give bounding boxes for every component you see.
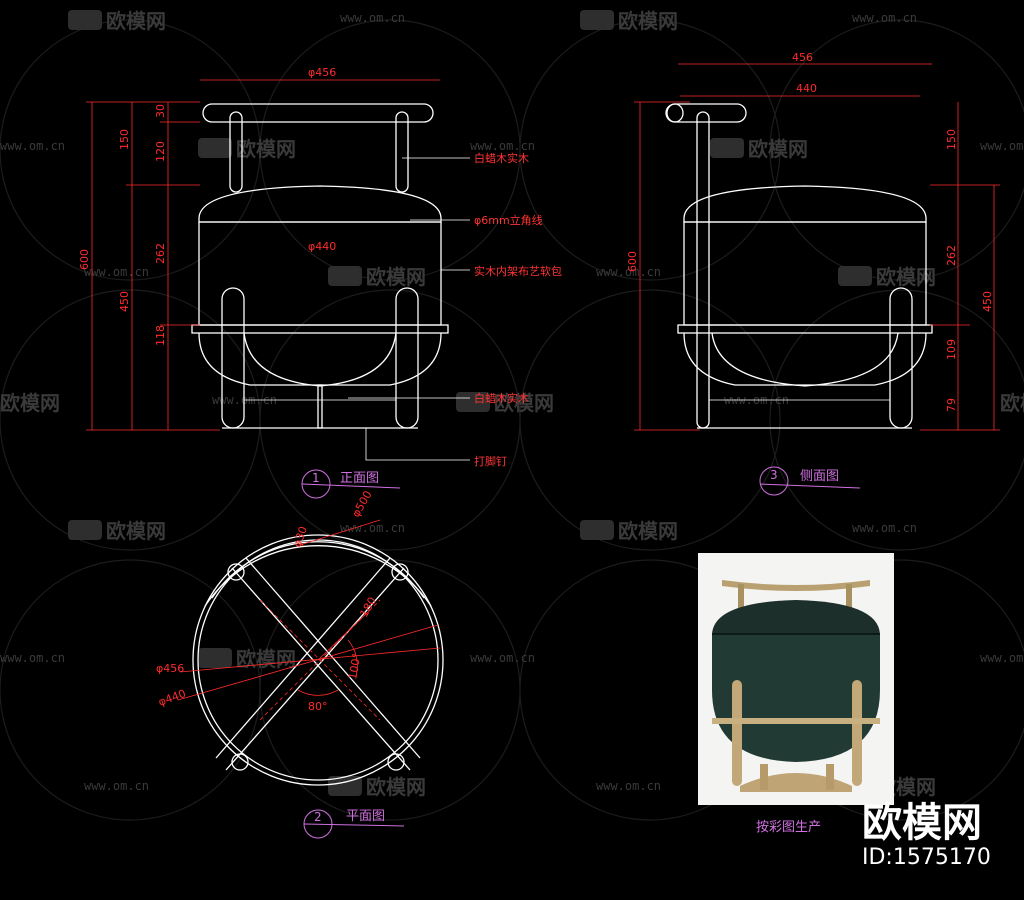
svg-text:欧模网: 欧模网: [748, 137, 808, 161]
brand-id: ID:1575170: [862, 845, 991, 870]
side-dim-h-109: 109: [945, 339, 958, 360]
side-dim-h-total: 600: [626, 251, 639, 272]
watermark-logo: 欧模网: [68, 519, 166, 543]
brand-name: 欧模网: [862, 800, 982, 846]
watermark-logo: 欧模网: [838, 265, 936, 289]
front-view-title-text: 正面图: [340, 471, 379, 486]
watermark-logo: 欧模网: [198, 137, 296, 161]
watermark-url: www.om.cn: [84, 779, 149, 793]
side-view-number: 3: [770, 468, 778, 482]
front-dim-h-total: 600: [78, 249, 91, 270]
plan-dim-d30: φ30: [291, 525, 310, 549]
side-dim-h-back: 150: [945, 129, 958, 150]
side-dimension-lines: [634, 63, 1000, 431]
reference-photo: [698, 553, 894, 805]
watermark-logo: 欧模网: [710, 137, 808, 161]
plan-dim-a80: 80°: [308, 700, 328, 713]
svg-text:欧模网: 欧模网: [618, 9, 678, 33]
watermark-logo: 欧模网: [0, 391, 60, 415]
watermark-logo: 欧模网: [68, 9, 166, 33]
watermark-logo: 欧模网: [580, 519, 678, 543]
watermark-logo: 欧模网: [328, 775, 426, 799]
watermark-url: www.om.cn: [340, 11, 405, 25]
plan-dim-d500: φ500: [349, 489, 374, 520]
front-dim-h-118: 118: [154, 325, 167, 346]
note-material-2: 白蜡木实木: [474, 391, 529, 405]
watermark-url: www.om.cn: [596, 265, 661, 279]
svg-text:欧模网: 欧模网: [876, 265, 936, 289]
plan-view-number: 2: [314, 810, 322, 824]
svg-text:欧模网: 欧模网: [618, 519, 678, 543]
front-view: [191, 103, 449, 429]
front-notes: 白蜡木实木 φ6mm立角线 实木内架布艺软包 白蜡木实木 打脚钉: [474, 151, 562, 468]
front-view-title: 1 正面图: [301, 469, 401, 499]
side-dim-h-262: 262: [945, 245, 958, 266]
front-dim-h-30: 30: [154, 104, 167, 118]
side-view-title: 3 侧面图: [759, 466, 861, 496]
watermark-logo: 欧模网: [198, 647, 296, 671]
plan-view-title-text: 平面图: [346, 809, 385, 824]
svg-text:欧模网: 欧模网: [236, 137, 296, 161]
watermark-url: www.om.cn: [0, 139, 65, 153]
watermark-urls: www.om.cn www.om.cn www.om.cn www.om.cn …: [0, 11, 1024, 793]
watermark-url: www.om.cn: [852, 11, 917, 25]
plan-view-title: 2 平面图: [303, 809, 405, 839]
front-dimension-labels: φ456 φ440 600 150 450 30 120 262 118: [78, 66, 336, 346]
svg-text:欧模网: 欧模网: [1000, 391, 1024, 415]
front-dim-h-262: 262: [154, 243, 167, 264]
plan-dim-d456: φ456: [156, 662, 184, 675]
side-dim-h-450: 450: [981, 291, 994, 312]
watermark-url: www.om.cn: [852, 521, 917, 535]
svg-text:欧模网: 欧模网: [494, 391, 554, 415]
svg-text:欧模网: 欧模网: [106, 519, 166, 543]
watermark-logo: 欧模网: [580, 9, 678, 33]
front-dim-h-back: 150: [118, 129, 131, 150]
front-dim-h-seat: 450: [118, 291, 131, 312]
front-dimension-lines: [86, 79, 440, 431]
plan-dim-d440: φ440: [157, 687, 188, 709]
photo-caption: 按彩图生产: [756, 820, 821, 835]
side-dimension-labels: 456 440 600 150 262 450 109 79: [626, 51, 994, 412]
side-view: [665, 103, 933, 429]
svg-text:欧模网: 欧模网: [366, 265, 426, 289]
svg-text:欧模网: 欧模网: [106, 9, 166, 33]
note-material-1: 白蜡木实木: [474, 151, 529, 165]
watermark-url: www.om.cn: [0, 651, 65, 665]
front-dim-width-top: φ456: [308, 66, 336, 79]
watermark-url: www.om.cn: [980, 651, 1024, 665]
note-foot-nail: 打脚钉: [474, 454, 507, 468]
note-upholstery: 实木内架布艺软包: [474, 264, 562, 278]
watermark-url: www.om.cn: [980, 139, 1024, 153]
side-dim-h-79: 79: [945, 398, 958, 412]
watermark-pattern: [0, 19, 1024, 821]
svg-text:欧模网: 欧模网: [236, 647, 296, 671]
front-leaders: [348, 157, 470, 461]
note-trim-line: φ6mm立角线: [474, 213, 543, 227]
watermark-url: www.om.cn: [596, 779, 661, 793]
svg-text:欧模网: 欧模网: [366, 775, 426, 799]
watermark-logo: 欧模网: [456, 391, 554, 415]
side-view-title-text: 侧面图: [800, 469, 839, 484]
front-dim-h-120: 120: [154, 141, 167, 162]
watermark-logo: 欧模网: [328, 265, 426, 289]
watermark-url: www.om.cn: [84, 265, 149, 279]
watermark-url: www.om.cn: [470, 651, 535, 665]
plan-dim-a100: 100°: [346, 652, 363, 680]
plan-dimension-lines: [177, 519, 441, 721]
watermark-logo: 欧模网: [1000, 391, 1024, 415]
brand-block: 欧模网 ID:1575170: [862, 800, 991, 870]
watermark-url: www.om.cn: [340, 521, 405, 535]
side-dim-width: 440: [796, 82, 817, 95]
watermark-url: www.om.cn: [470, 139, 535, 153]
svg-text:欧模网: 欧模网: [0, 391, 60, 415]
front-dim-width-mid: φ440: [308, 240, 336, 253]
side-dim-top: 456: [792, 51, 813, 64]
plan-dim-180: 180: [357, 595, 379, 620]
front-view-number: 1: [312, 471, 320, 485]
